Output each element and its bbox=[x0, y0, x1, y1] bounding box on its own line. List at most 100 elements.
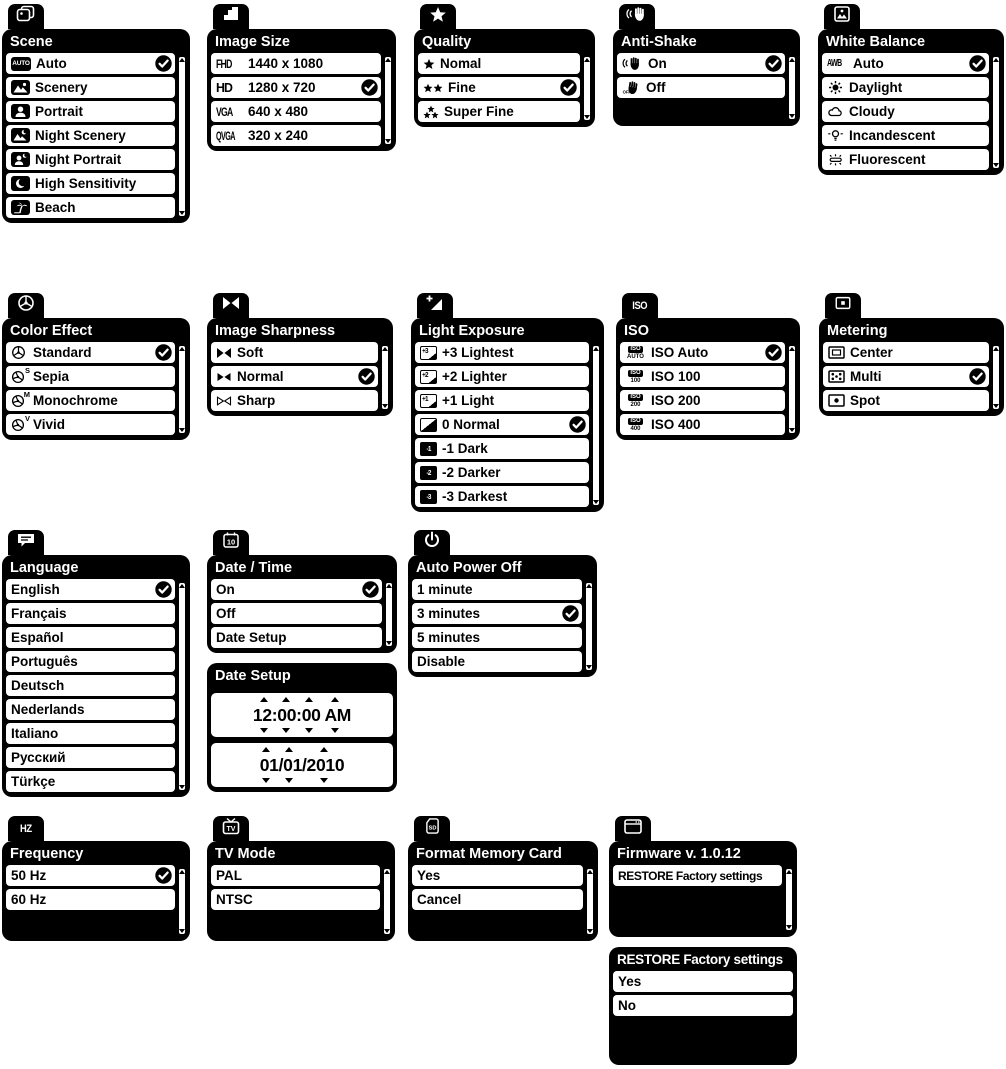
menu-item-plus3[interactable]: +3+3 Lightest bbox=[415, 342, 589, 363]
menu-item-normal[interactable]: Normal bbox=[211, 366, 378, 387]
spin-up-icon[interactable] bbox=[261, 747, 270, 752]
tab-light-exposure[interactable] bbox=[417, 293, 453, 318]
scrollbar[interactable] bbox=[384, 56, 392, 145]
spin-up-icon[interactable] bbox=[319, 747, 328, 752]
menu-item-spot[interactable]: Spot bbox=[823, 390, 989, 411]
tab-white-balance[interactable] bbox=[824, 4, 860, 29]
menu-item-restore-factory-settings[interactable]: RESTORE Factory settings bbox=[613, 865, 782, 886]
menu-item-minus2[interactable]: -2-2 Darker bbox=[415, 462, 589, 483]
menu-item-italiano[interactable]: Italiano bbox=[6, 723, 175, 744]
tab-format-memory-card[interactable]: SD bbox=[414, 816, 450, 841]
tab-frequency[interactable]: HZ bbox=[8, 816, 44, 841]
menu-item-turkce[interactable]: Türkçe bbox=[6, 771, 175, 792]
menu-item-fluorescent[interactable]: Fluorescent bbox=[822, 149, 989, 170]
spin-down-icon[interactable] bbox=[319, 778, 328, 783]
menu-item-sharp[interactable]: Sharp bbox=[211, 390, 378, 411]
menu-item-espanol[interactable]: Español bbox=[6, 627, 175, 648]
menu-item-ntsc[interactable]: NTSC bbox=[211, 889, 380, 910]
menu-item-multi[interactable]: Multi bbox=[823, 366, 989, 387]
tab-metering[interactable] bbox=[825, 293, 861, 318]
tab-image-sharpness[interactable] bbox=[213, 293, 249, 318]
scrollbar[interactable] bbox=[785, 868, 793, 931]
scrollbar[interactable] bbox=[992, 56, 1000, 169]
menu-item-minus3[interactable]: -3-3 Darkest bbox=[415, 486, 589, 507]
menu-item-1-minute[interactable]: 1 minute bbox=[412, 579, 582, 600]
menu-item-beach[interactable]: Beach bbox=[6, 197, 175, 218]
menu-item-high-sensitivity[interactable]: High Sensitivity bbox=[6, 173, 175, 194]
menu-item-soft[interactable]: Soft bbox=[211, 342, 378, 363]
spin-down-icon[interactable] bbox=[281, 728, 290, 733]
tab-iso[interactable]: ISO bbox=[622, 293, 658, 318]
menu-item-yes[interactable]: Yes bbox=[613, 971, 793, 992]
scrollbar[interactable] bbox=[586, 868, 594, 935]
spin-down-icon[interactable] bbox=[285, 778, 294, 783]
scrollbar[interactable] bbox=[383, 868, 391, 935]
menu-item-deutsch[interactable]: Deutsch bbox=[6, 675, 175, 696]
tab-date-time[interactable]: 10 bbox=[213, 530, 249, 555]
tab-quality[interactable] bbox=[420, 4, 456, 29]
spin-up-icon[interactable] bbox=[259, 697, 268, 702]
tab-scene[interactable] bbox=[8, 4, 44, 29]
menu-item-zero[interactable]: 0 Normal bbox=[415, 414, 589, 435]
scrollbar[interactable] bbox=[788, 345, 796, 434]
scrollbar[interactable] bbox=[385, 582, 393, 647]
menu-item-3-minutes[interactable]: 3 minutes bbox=[412, 603, 582, 624]
spin-up-icon[interactable] bbox=[330, 697, 339, 702]
menu-item-nederlands[interactable]: Nederlands bbox=[6, 699, 175, 720]
menu-item-portugues[interactable]: Português bbox=[6, 651, 175, 672]
menu-item-normal-quality[interactable]: Nomal bbox=[418, 53, 580, 74]
menu-item-super-fine[interactable]: Super Fine bbox=[418, 101, 580, 122]
scrollbar[interactable] bbox=[178, 868, 186, 935]
menu-item-incandescent[interactable]: Incandescent bbox=[822, 125, 989, 146]
menu-item-plus2[interactable]: +2+2 Lighter bbox=[415, 366, 589, 387]
scrollbar[interactable] bbox=[583, 56, 591, 121]
tab-auto-power-off[interactable] bbox=[414, 530, 450, 555]
tab-tv-mode[interactable]: TV bbox=[213, 816, 249, 841]
menu-item-on[interactable]: On bbox=[211, 579, 382, 600]
menu-item-fine[interactable]: Fine bbox=[418, 77, 580, 98]
tab-firmware[interactable] bbox=[615, 816, 651, 841]
spin-up-icon[interactable] bbox=[281, 697, 290, 702]
scrollbar[interactable] bbox=[178, 582, 186, 791]
menu-item-cloudy[interactable]: Cloudy bbox=[822, 101, 989, 122]
menu-item-night-portrait[interactable]: Night Portrait bbox=[6, 149, 175, 170]
scrollbar[interactable] bbox=[178, 56, 186, 217]
tab-color-effect[interactable] bbox=[8, 293, 44, 318]
date-field[interactable]: 01/01/2010 bbox=[211, 743, 393, 787]
menu-item-yes[interactable]: Yes bbox=[412, 865, 583, 886]
menu-item-50hz[interactable]: 50 Hz bbox=[6, 865, 175, 886]
scrollbar[interactable] bbox=[381, 345, 389, 410]
spin-down-icon[interactable] bbox=[261, 778, 270, 783]
menu-item-daylight[interactable]: Daylight bbox=[822, 77, 989, 98]
menu-item-portrait[interactable]: Portrait bbox=[6, 101, 175, 122]
menu-item-minus1[interactable]: -1-1 Dark bbox=[415, 438, 589, 459]
menu-item-cancel[interactable]: Cancel bbox=[412, 889, 583, 910]
menu-item-english[interactable]: English bbox=[6, 579, 175, 600]
scrollbar[interactable] bbox=[178, 345, 186, 434]
spin-down-icon[interactable] bbox=[305, 728, 314, 733]
menu-item-russian[interactable]: Русский bbox=[6, 747, 175, 768]
spin-up-icon[interactable] bbox=[305, 697, 314, 702]
spin-up-icon[interactable] bbox=[285, 747, 294, 752]
tab-language[interactable] bbox=[8, 530, 44, 555]
scrollbar[interactable] bbox=[788, 56, 796, 120]
menu-item-5-minutes[interactable]: 5 minutes bbox=[412, 627, 582, 648]
menu-item-date-setup[interactable]: Date Setup bbox=[211, 627, 382, 648]
menu-item-francais[interactable]: Français bbox=[6, 603, 175, 624]
menu-item-60hz[interactable]: 60 Hz bbox=[6, 889, 175, 910]
menu-item-off[interactable]: Off bbox=[211, 603, 382, 624]
tab-anti-shake[interactable] bbox=[619, 4, 655, 29]
